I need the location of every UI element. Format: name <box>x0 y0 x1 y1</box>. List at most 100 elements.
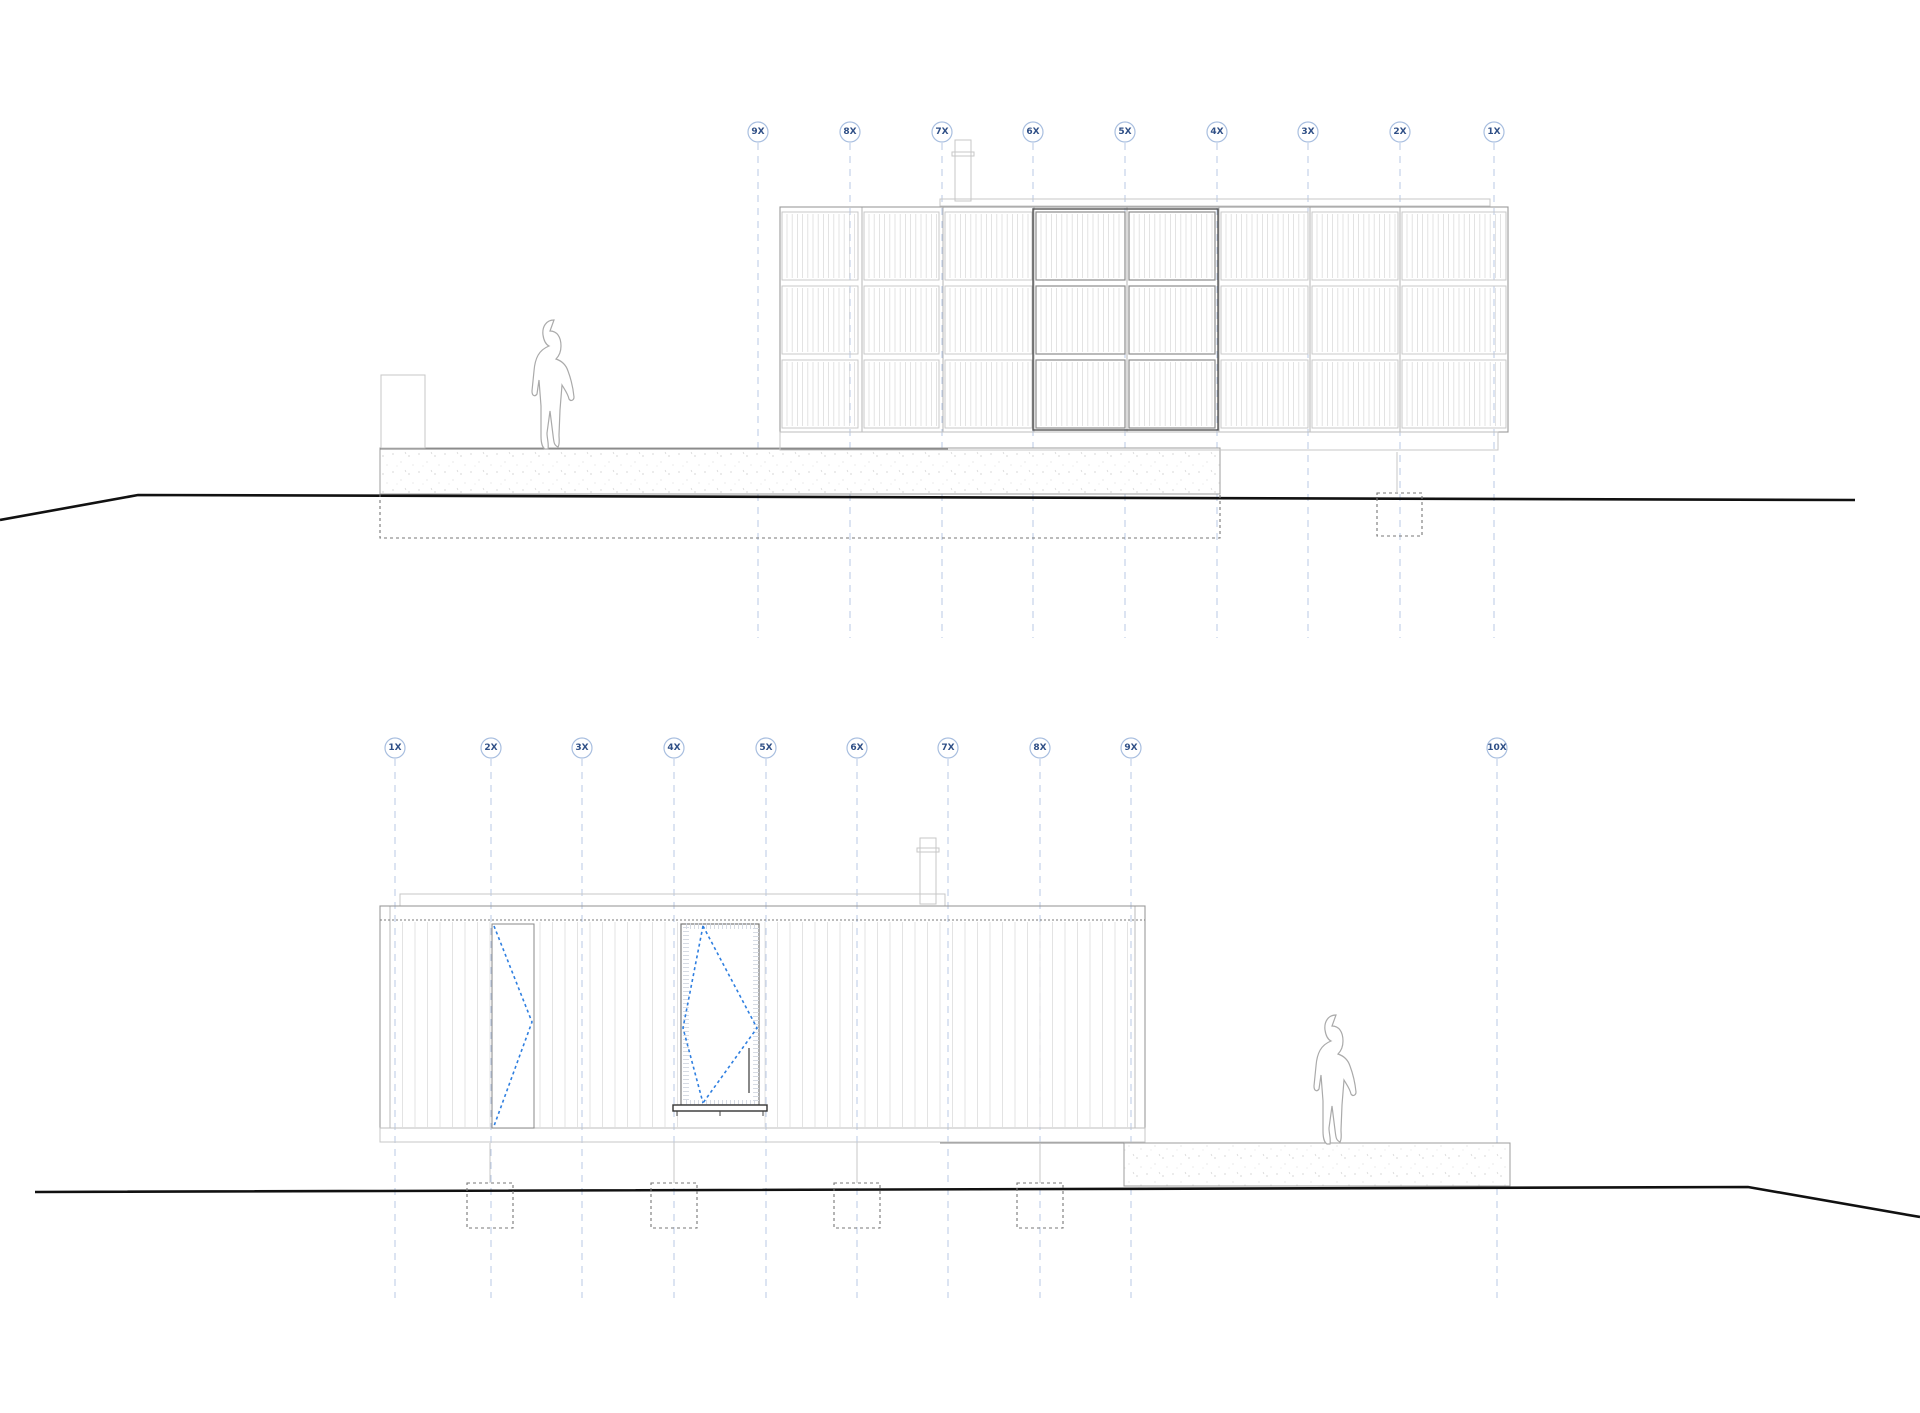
upper-concrete-deck <box>379 447 1221 495</box>
lower-axis-label: 1X <box>388 743 401 753</box>
upper-facade-panel <box>1128 285 1216 355</box>
upper-axis-bubble <box>1389 121 1411 143</box>
upper-facade-panel <box>1128 359 1216 429</box>
lower-axis-bubble <box>1486 737 1508 759</box>
upper-facade-panel <box>781 285 859 355</box>
lower-axis-label: 6X <box>850 743 863 753</box>
upper-axis-label: 2X <box>1393 127 1406 137</box>
upper-facade-panel <box>1035 285 1126 355</box>
lower-axis-label: 4X <box>667 743 680 753</box>
lower-axis-bubble <box>663 737 685 759</box>
lower-axis-label: 2X <box>484 743 497 753</box>
lower-axis-bubble <box>846 737 868 759</box>
lower-axis-label: 9X <box>1124 743 1137 753</box>
upper-facade-panel <box>1311 359 1399 429</box>
upper-facade-panel <box>1128 211 1216 281</box>
lower-axis-label: 8X <box>1033 743 1046 753</box>
upper-facade-panel <box>1401 285 1507 355</box>
upper-facade-panel <box>781 211 859 281</box>
lower-axis-bubble <box>480 737 502 759</box>
lower-axis-10x: 10X <box>1486 737 1508 1298</box>
upper-facade-panel <box>1220 359 1309 429</box>
lower-axis-label: 7X <box>941 743 954 753</box>
lower-ground-line <box>34 1185 1920 1219</box>
upper-axis-9x: 9X <box>747 121 769 638</box>
lower-axis-bubble <box>755 737 777 759</box>
upper-axis-1x: 1X <box>1483 121 1505 638</box>
upper-axis-bubble <box>747 121 769 143</box>
upper-axis-7x: 7X <box>931 121 953 638</box>
upper-axis-label: 1X <box>1487 127 1500 137</box>
lower-axis-bubble <box>571 737 593 759</box>
lower-axis-5x: 5X <box>755 737 777 1298</box>
lower-axis-7x: 7X <box>937 737 959 1298</box>
upper-deck-foundation <box>379 494 1221 539</box>
lower-axis-6x: 6X <box>846 737 868 1298</box>
upper-axis-bubble <box>1483 121 1505 143</box>
upper-facade-panel <box>863 359 940 429</box>
upper-person-silhouette <box>531 319 575 450</box>
lower-axis-8x: 8X <box>1029 737 1051 1298</box>
upper-axis-label: 8X <box>843 127 856 137</box>
upper-facade-panel <box>944 285 1033 355</box>
upper-facade-panel <box>944 359 1033 429</box>
door-threshold <box>672 1104 768 1112</box>
upper-ground-line <box>0 493 1856 522</box>
lower-chimney-cap <box>916 847 940 853</box>
lower-concrete-deck <box>1123 1142 1511 1187</box>
lower-axis-label: 10X <box>1487 743 1507 753</box>
lower-axis-label: 5X <box>759 743 772 753</box>
upper-facade-panel <box>1035 211 1126 281</box>
upper-facade-panel <box>863 211 940 281</box>
upper-axis-bubble <box>1206 121 1228 143</box>
lower-door-opening <box>672 923 768 1116</box>
lower-axis-1x: 1X <box>384 737 406 1298</box>
upper-facade-panel <box>863 285 940 355</box>
upper-axis-bubble <box>931 121 953 143</box>
upper-axis-bubble <box>1114 121 1136 143</box>
upper-facade-panel <box>1401 211 1507 281</box>
lower-facade-cladding <box>379 905 1146 1129</box>
lower-pier-footings <box>466 1143 1064 1229</box>
upper-planter-block <box>380 374 426 449</box>
lower-axis-2x: 2X <box>480 737 502 1298</box>
upper-axis-label: 3X <box>1301 127 1314 137</box>
upper-chimney-cap <box>951 151 975 157</box>
lower-axis-3x: 3X <box>571 737 593 1298</box>
lower-elevation: 1X 2X 3X 4X 5X 6X 7X 8X 9X 10X <box>34 737 1920 1298</box>
lower-axis-bubble <box>1029 737 1051 759</box>
lower-chimney <box>919 837 937 905</box>
lower-grid-axes: 1X 2X 3X 4X 5X 6X 7X 8X 9X 10X <box>384 737 1508 1298</box>
lower-window-opening <box>491 923 535 1129</box>
upper-facade-panels <box>779 207 1507 432</box>
upper-facade-panel <box>1035 359 1126 429</box>
lower-corner-trim-left <box>379 905 391 1129</box>
upper-facade-panel <box>1311 285 1399 355</box>
upper-facade-panel <box>1401 359 1507 429</box>
upper-pier-footing <box>1376 492 1423 537</box>
upper-axis-4x: 4X <box>1206 121 1228 638</box>
lower-corner-trim-right <box>1134 905 1146 1129</box>
upper-floor-band <box>779 431 1499 451</box>
lower-axis-9x: 9X <box>1120 737 1142 1298</box>
lower-axis-4x: 4X <box>663 737 685 1298</box>
lower-axis-bubble <box>1120 737 1142 759</box>
upper-facade-panel <box>1311 211 1399 281</box>
upper-axis-bubble <box>839 121 861 143</box>
upper-axis-label: 6X <box>1026 127 1039 137</box>
upper-axis-label: 7X <box>935 127 948 137</box>
upper-facade-panel <box>1220 211 1309 281</box>
lower-axis-label: 3X <box>575 743 588 753</box>
upper-axis-label: 4X <box>1210 127 1223 137</box>
upper-roof-parapet <box>939 198 1491 207</box>
lower-person-silhouette <box>1313 1014 1357 1145</box>
upper-facade-panel <box>781 359 859 429</box>
lower-roof-parapet <box>399 893 946 907</box>
upper-axis-label: 9X <box>751 127 764 137</box>
upper-chimney <box>954 139 972 202</box>
upper-axis-8x: 8X <box>839 121 861 638</box>
upper-axis-label: 5X <box>1118 127 1131 137</box>
upper-facade-panel <box>1220 285 1309 355</box>
upper-sliding-screen-frame <box>1032 208 1219 431</box>
